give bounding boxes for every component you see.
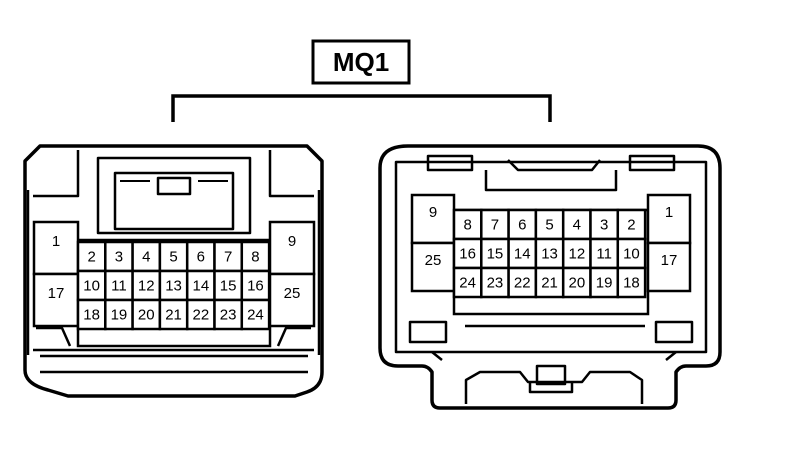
pin-number: 23 [220,307,237,324]
pin-number: 4 [142,249,150,266]
pin-cell [480,266,510,299]
pin-number: 25 [425,252,442,269]
pin-cell [589,266,620,299]
pin-number: 3 [600,217,608,234]
pin-number: 24 [247,307,264,324]
pin-cell [185,298,216,331]
pin-number: 24 [459,275,476,292]
pin-number: 7 [224,249,232,266]
pin-number: 5 [545,217,553,234]
pin-number: 5 [169,249,177,266]
pin-number: 16 [459,246,476,263]
pin-cell [534,266,565,299]
pin-number: 2 [627,217,635,234]
pin-number: 8 [251,249,259,266]
pin-number: 9 [429,204,437,221]
pin-number: 20 [138,307,155,324]
pin-number: 23 [487,275,504,292]
pin-number: 12 [138,278,155,295]
pin-number: 18 [623,275,640,292]
pin-number: 21 [165,307,182,324]
pin-number: 8 [463,217,471,234]
pin-number: 2 [87,249,95,266]
pin-number: 10 [83,278,100,295]
pin-number: 25 [284,285,301,302]
pin-number: 12 [569,246,586,263]
connector-bracket [171,94,552,122]
pin-number: 21 [541,275,558,292]
pin-cell [104,269,134,302]
right-connector-housing [378,144,722,410]
pin-number: 13 [541,246,558,263]
pin-cell [452,208,483,241]
pin-number: 1 [665,204,673,221]
pin-number: 10 [623,246,640,263]
pin-cell [76,298,107,331]
pin-number: 20 [569,275,586,292]
pin-number: 14 [193,278,210,295]
pin-number: 14 [514,246,531,263]
pin-cell [507,266,538,299]
pin-cell [410,241,456,293]
pin-cell [452,237,483,270]
pin-number: 7 [491,217,499,234]
pin-cell [646,241,692,293]
pin-number: 22 [193,307,210,324]
pin-cell [616,208,647,241]
pin-cell [240,298,271,331]
pin-number: 19 [111,307,128,324]
pin-number: 17 [48,285,65,302]
pin-number: 4 [573,217,581,234]
pin-number: 6 [518,217,526,234]
pin-number: 15 [487,246,504,263]
pin-cell [616,266,647,299]
pin-number: 1 [52,233,60,250]
connector-title-box: MQ1 [311,39,411,85]
pin-cell [32,272,80,328]
pin-number: 11 [111,278,127,295]
pin-number: 15 [220,278,237,295]
connector-title: MQ1 [333,47,389,77]
pin-cell [131,298,162,331]
pin-number: 13 [165,278,182,295]
pin-number: 11 [596,246,612,263]
pin-number: 9 [288,233,296,250]
left-connector-housing [23,144,324,398]
pin-number: 18 [83,307,100,324]
pin-cell [268,272,316,328]
pin-cell [507,208,538,241]
pin-number: 3 [115,249,123,266]
pin-number: 17 [661,252,678,269]
pin-cell [268,220,316,276]
pin-number: 6 [197,249,205,266]
pin-number: 19 [596,275,613,292]
pin-number: 22 [514,275,531,292]
pin-number: 16 [247,278,264,295]
